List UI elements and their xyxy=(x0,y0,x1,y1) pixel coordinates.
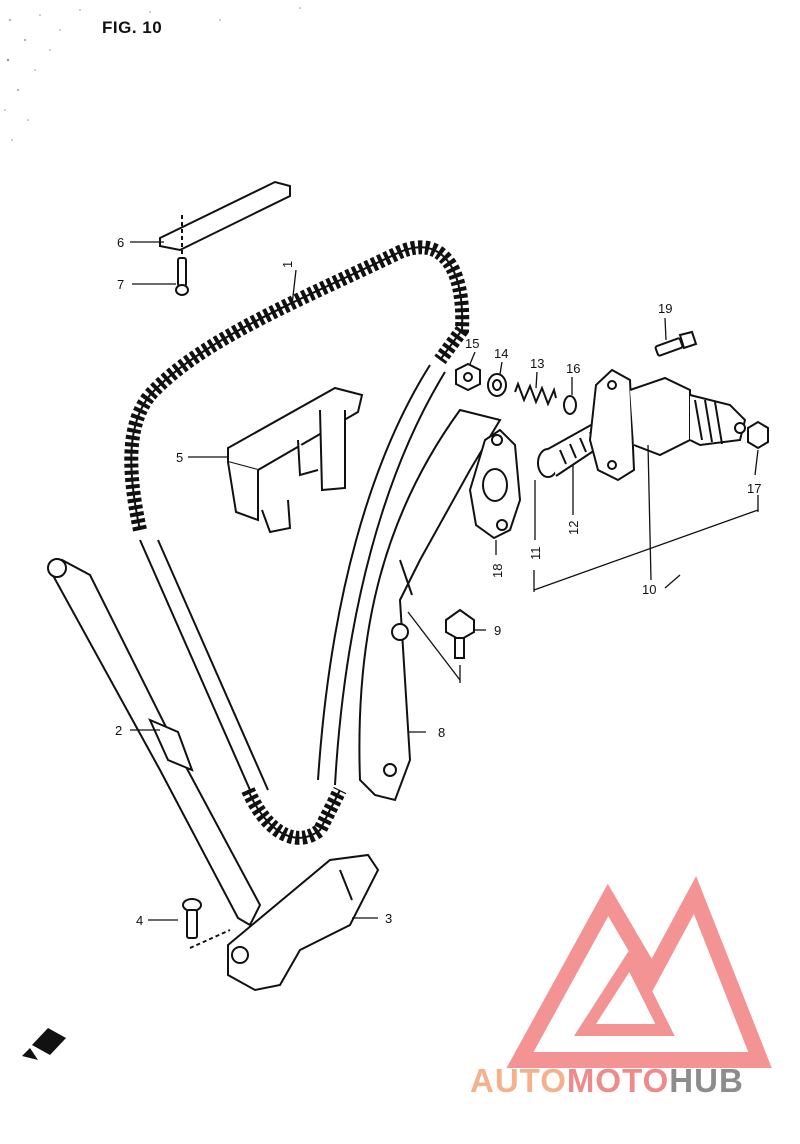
part-9-bolt xyxy=(445,608,475,659)
callout-3: 3 xyxy=(385,911,392,926)
part-8-rear-guide xyxy=(358,408,502,802)
watermark-text: AUTOMOTOHUB xyxy=(470,1062,744,1100)
watermark-moto: MOTO xyxy=(566,1062,670,1099)
callout-labels: 1 2 3 4 5 6 7 8 9 10 11 12 13 14 15 16 1… xyxy=(115,235,761,928)
callout-16: 16 xyxy=(566,361,580,376)
callout-18: 18 xyxy=(490,564,505,578)
watermark-hub: HUB xyxy=(669,1062,744,1099)
callout-11: 11 xyxy=(528,547,543,561)
part-6-upper-guide xyxy=(159,180,291,252)
callout-17: 17 xyxy=(747,481,761,496)
callout-8: 8 xyxy=(438,725,445,740)
callout-10: 10 xyxy=(642,582,656,597)
part-19-bolt xyxy=(654,330,698,357)
callout-12: 12 xyxy=(566,521,581,535)
part-10-tensioner xyxy=(588,368,747,482)
callout-6: 6 xyxy=(117,235,124,250)
part-5-guide-block xyxy=(227,386,364,534)
leader-lines xyxy=(130,241,759,921)
callout-9: 9 xyxy=(494,623,501,638)
watermark-logo-icon xyxy=(506,876,772,1068)
front-arrow-icon xyxy=(22,1028,66,1060)
part-1-cam-chain xyxy=(124,240,470,845)
part-2-front-guide xyxy=(47,558,262,927)
part-17-nut xyxy=(747,420,769,450)
callout-2: 2 xyxy=(115,723,122,738)
figure-title: FIG. 10 xyxy=(102,18,163,37)
part-3-lower-bracket xyxy=(227,853,380,992)
callout-13: 13 xyxy=(530,356,544,371)
callout-1: 1 xyxy=(280,261,295,268)
callout-15: 15 xyxy=(465,336,479,351)
callout-5: 5 xyxy=(176,450,183,465)
callout-7: 7 xyxy=(117,277,124,292)
part-18-gasket xyxy=(468,428,522,540)
part-4-bolt xyxy=(182,898,231,949)
part-13-spring xyxy=(514,381,557,407)
part-16-o-ring xyxy=(563,395,577,415)
part-7-bolt xyxy=(175,215,189,296)
callout-19: 19 xyxy=(658,301,672,316)
part-15-nut xyxy=(455,362,481,392)
callout-4: 4 xyxy=(136,913,143,928)
callout-14: 14 xyxy=(494,346,508,361)
watermark-auto: AUTO xyxy=(470,1062,567,1099)
part-14-washer xyxy=(487,373,507,397)
scan-noise xyxy=(4,7,301,141)
